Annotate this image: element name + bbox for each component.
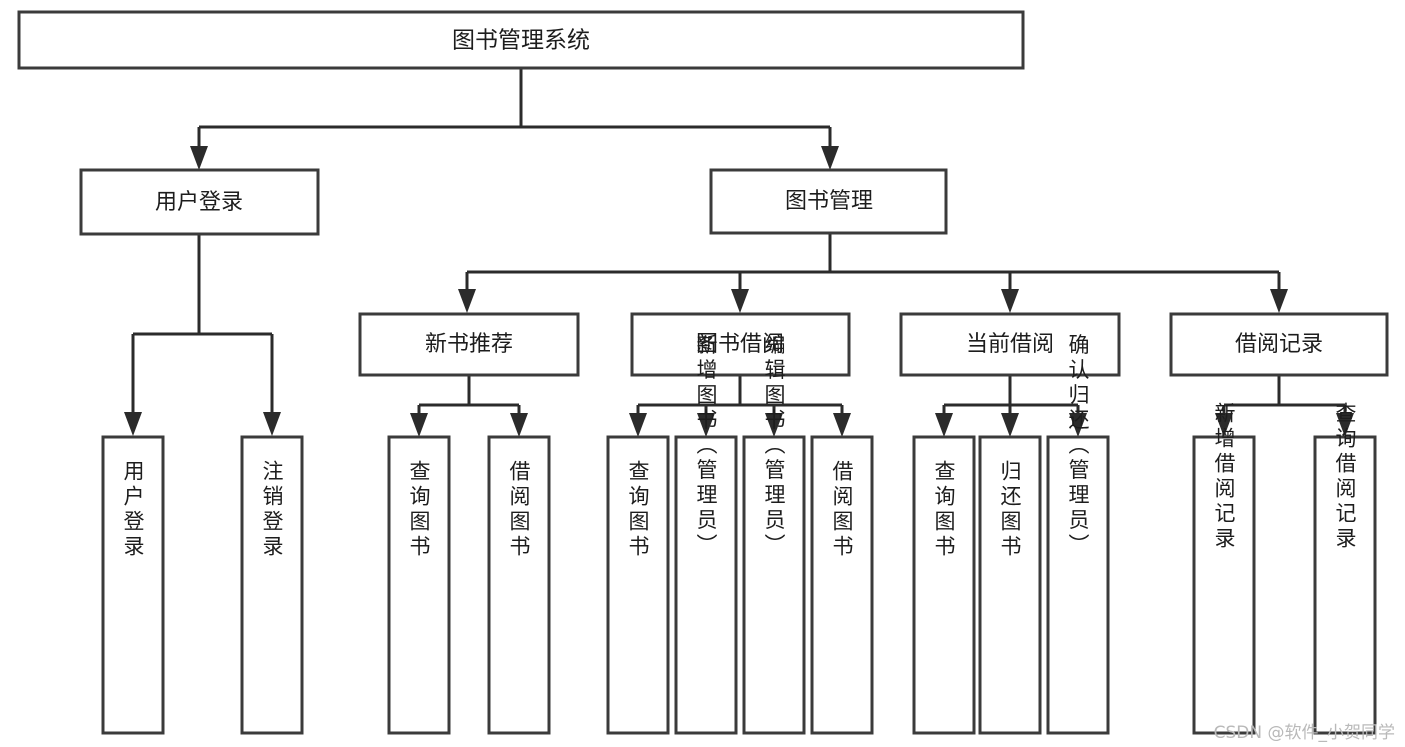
leaf-edit-book-box[interactable] — [742, 435, 806, 735]
node-book-borrow[interactable]: 图书借阅 — [630, 312, 851, 377]
leaf-add-record[interactable]: 新增借阅记录 — [1192, 402, 1256, 735]
node-new-book-recommend-label: 新书推荐 — [425, 332, 513, 357]
leaf-query-book-3[interactable]: 查询图书 — [912, 435, 976, 735]
arrow-icon-leaf-query-book-3 — [935, 413, 953, 437]
node-current-borrow-label: 当前借阅 — [966, 332, 1054, 357]
arrow-icon-book-borrow — [731, 289, 749, 313]
csdn-watermark: CSDN @软件_小贺同学 — [1213, 723, 1395, 743]
node-user-login[interactable]: 用户登录 — [79, 168, 320, 236]
leaf-query-record[interactable]: 查询借阅记录 — [1313, 402, 1377, 735]
leaf-query-book-3-box[interactable] — [912, 435, 976, 735]
arrow-icon-leaf-borrow-book-2 — [833, 413, 851, 437]
node-borrow-record[interactable]: 借阅记录 — [1169, 312, 1389, 377]
leaf-borrow-book-2-box[interactable] — [810, 435, 874, 735]
leaf-confirm-return-box[interactable] — [1046, 435, 1110, 735]
leaf-add-book-box[interactable] — [674, 435, 738, 735]
node-borrow-record-box[interactable] — [1169, 312, 1389, 377]
leaf-query-book-3-label: 查询图书 — [932, 460, 956, 560]
node-new-book-recommend-box[interactable] — [358, 312, 580, 377]
leaf-query-book-1-label: 查询图书 — [407, 460, 431, 560]
leaf-borrow-book-1-box[interactable] — [487, 435, 551, 735]
arrow-icon-book-manage — [821, 146, 839, 170]
node-user-login-label: 用户登录 — [155, 190, 243, 215]
node-book-manage-box[interactable] — [709, 168, 948, 235]
leaf-query-book-2[interactable]: 查询图书 — [606, 435, 670, 735]
node-root-box[interactable] — [17, 10, 1025, 70]
node-borrow-record-label: 借阅记录 — [1235, 332, 1323, 357]
leaf-add-book[interactable]: 新增图书（管理员） — [674, 334, 738, 735]
node-new-book-recommend[interactable]: 新书推荐 — [358, 312, 580, 377]
leaf-edit-book-label: 编辑图书（管理员） — [762, 334, 786, 559]
leaf-edit-book[interactable]: 编辑图书（管理员） — [742, 334, 806, 735]
leaf-user-login-box[interactable] — [101, 435, 165, 735]
leaf-add-record-label: 新增借阅记录 — [1212, 402, 1236, 552]
arrow-icon-new-book-recommend — [458, 289, 476, 313]
leaf-query-book-1[interactable]: 查询图书 — [387, 435, 451, 735]
leaf-return-book-label: 归还图书 — [998, 460, 1022, 560]
node-book-manage[interactable]: 图书管理 — [709, 168, 948, 235]
leaf-query-book-2-label: 查询图书 — [626, 460, 650, 560]
leaf-confirm-return[interactable]: 确认归还（管理员） — [1046, 334, 1110, 735]
leaf-user-logout-label: 注销登录 — [260, 460, 284, 560]
node-book-manage-label: 图书管理 — [785, 189, 873, 214]
leaf-user-logout[interactable]: 注销登录 — [240, 435, 304, 735]
leaf-user-login-label: 用户登录 — [121, 460, 145, 560]
leaf-return-book[interactable]: 归还图书 — [978, 435, 1042, 735]
leaf-query-record-label: 查询借阅记录 — [1333, 402, 1357, 552]
arrow-icon-borrow-record — [1270, 289, 1288, 313]
leaf-query-record-box[interactable] — [1313, 435, 1377, 735]
node-root[interactable]: 图书管理系统 — [17, 10, 1025, 70]
node-root-label: 图书管理系统 — [452, 28, 590, 54]
node-current-borrow[interactable]: 当前借阅 — [899, 312, 1121, 377]
leaf-borrow-book-2[interactable]: 借阅图书 — [810, 435, 874, 735]
connector-layer — [124, 68, 1354, 437]
leaf-borrow-book-1[interactable]: 借阅图书 — [487, 435, 551, 735]
arrow-icon-leaf-return-book — [1001, 413, 1019, 437]
node-book-borrow-label: 图书借阅 — [696, 332, 784, 357]
arrow-icon-leaf-user-logout — [263, 412, 281, 436]
leaf-user-logout-box[interactable] — [240, 435, 304, 735]
node-user-login-box[interactable] — [79, 168, 320, 236]
leaf-add-book-label: 新增图书（管理员） — [694, 334, 718, 559]
leaf-confirm-return-label: 确认归还（管理员） — [1066, 334, 1090, 559]
leaf-query-book-1-box[interactable] — [387, 435, 451, 735]
arrow-icon-leaf-query-book-1 — [410, 413, 428, 437]
arrow-icon-leaf-borrow-book-1 — [510, 413, 528, 437]
arrow-icon-leaf-query-book-2 — [629, 413, 647, 437]
node-current-borrow-box[interactable] — [899, 312, 1121, 377]
leaf-user-login[interactable]: 用户登录 — [101, 435, 165, 735]
leaf-return-book-box[interactable] — [978, 435, 1042, 735]
node-book-borrow-box[interactable] — [630, 312, 851, 377]
arrow-icon-current-borrow — [1001, 289, 1019, 313]
leaf-borrow-book-2-label: 借阅图书 — [830, 460, 854, 560]
arrow-icon-leaf-user-login — [124, 412, 142, 436]
arrow-icon-user-login — [190, 146, 208, 170]
leaf-borrow-book-1-label: 借阅图书 — [507, 460, 531, 560]
leaf-add-record-box[interactable] — [1192, 435, 1256, 735]
leaf-query-book-2-box[interactable] — [606, 435, 670, 735]
